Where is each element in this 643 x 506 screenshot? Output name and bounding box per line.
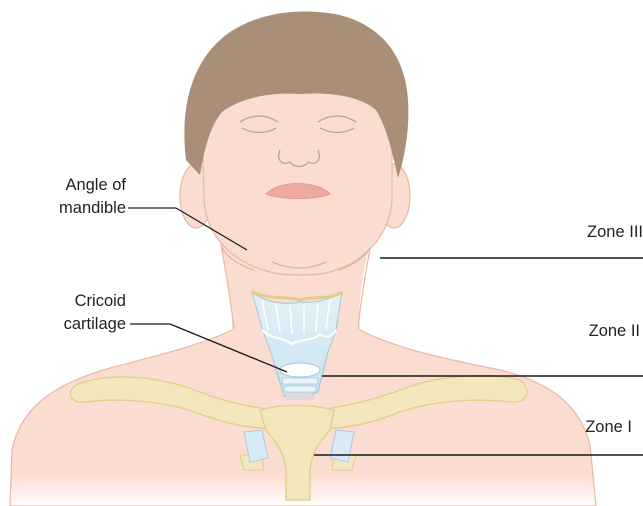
cricoid-cartilage xyxy=(280,363,320,377)
cricoid-cartilage-label-line2: cartilage xyxy=(64,315,126,333)
angle-of-mandible-label-line1: Angle of xyxy=(65,176,126,194)
zone-i-label: Zone I xyxy=(585,418,632,436)
zone-ii-label: Zone II xyxy=(589,322,640,340)
angle-of-mandible-label-line2: mandible xyxy=(59,199,126,217)
head xyxy=(180,11,410,275)
zone-iii-label: Zone III xyxy=(587,223,643,241)
cricoid-cartilage-label-line1: Cricoid xyxy=(75,292,126,310)
